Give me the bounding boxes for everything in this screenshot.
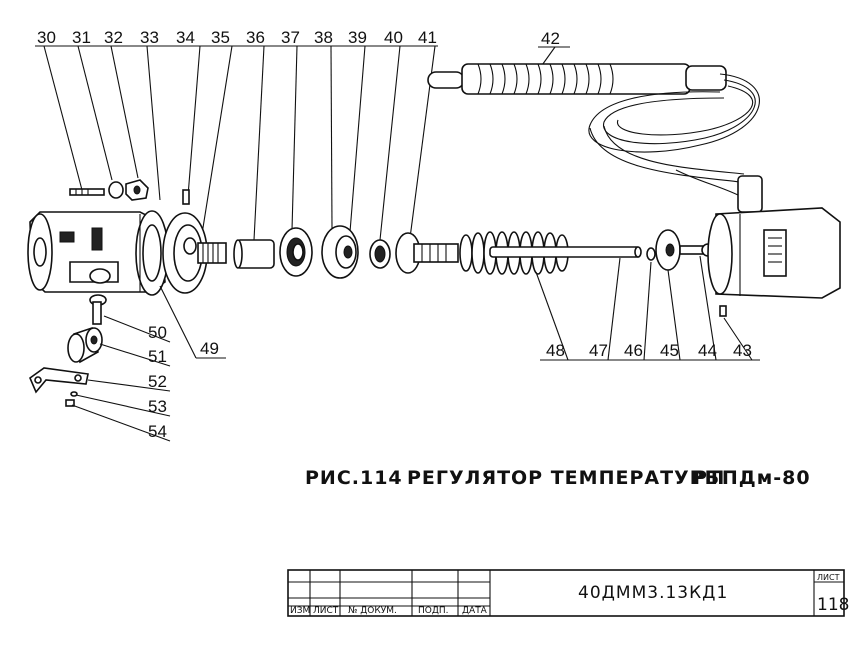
ring-40	[369, 239, 391, 269]
thermostat-head-43	[707, 207, 841, 317]
disc-45	[655, 229, 681, 271]
screw-30	[69, 188, 105, 196]
rod-47	[489, 246, 642, 258]
callout-31: 31	[72, 28, 91, 47]
title-block-stamp: ИЗМ ЛИСТ № ДОКУМ. ПОДП. ДАТА 40ДММ3.13КД…	[287, 569, 849, 617]
callout-35: 35	[211, 28, 230, 47]
callout-47: 47	[589, 341, 608, 360]
gland-37	[279, 227, 313, 277]
top-leader-lines	[43, 45, 556, 241]
document-code: 40ДММ3.13КД1	[578, 583, 728, 603]
figure-caption: РИС.114 РЕГУЛЯТОР ТЕМПЕРАТУРЫ РТПДм-80	[305, 467, 811, 489]
callout-52: 52	[148, 372, 167, 391]
callout-54: 54	[148, 422, 167, 441]
stamp-header-doc: № ДОКУМ.	[348, 606, 397, 616]
washer-53	[70, 391, 78, 397]
callout-42: 42	[541, 29, 560, 48]
callout-39: 39	[348, 28, 367, 47]
sheet-number: 118	[817, 595, 849, 615]
callout-53: 53	[148, 397, 167, 416]
flange-49	[162, 212, 208, 294]
callout-40: 40	[384, 28, 403, 47]
callout-37: 37	[281, 28, 300, 47]
right-callout-labels: 48 47 46 45 44 43	[535, 255, 760, 361]
lever-52	[29, 367, 89, 394]
callout-33: 33	[140, 28, 159, 47]
piston-41	[395, 232, 459, 274]
stamp-header-izm: ИЗМ	[290, 606, 310, 616]
roller-51	[67, 326, 103, 364]
callout-30: 30	[37, 28, 56, 47]
callout-34: 34	[176, 28, 195, 47]
stamp-header-sign: ПОДП.	[418, 606, 449, 616]
pin-33	[182, 189, 190, 205]
callout-48: 48	[546, 341, 565, 360]
sheet-label: ЛИСТ	[817, 573, 840, 582]
callout-32: 32	[104, 28, 123, 47]
callout-44: 44	[698, 341, 717, 360]
capillary-tube	[588, 73, 763, 213]
figure-number: РИС.114	[305, 467, 403, 489]
callout-36: 36	[246, 28, 265, 47]
callout-45: 45	[660, 341, 679, 360]
nut-32	[125, 179, 149, 201]
sleeve-36	[233, 239, 275, 269]
callout-46: 46	[624, 341, 643, 360]
callout-51: 51	[148, 347, 167, 366]
left-callout-labels: 50 51 52 53 54 49	[71, 285, 226, 442]
stamp-header-list: ЛИСТ	[313, 606, 339, 616]
callout-43: 43	[733, 341, 752, 360]
top-callout-labels: 30 31 32 33 34 35 36 37 38 39 40 41 42	[35, 28, 570, 48]
figure-model: РТПДм-80	[693, 467, 811, 489]
threaded-stub-35	[197, 242, 227, 264]
washer-46	[646, 247, 656, 261]
callout-38: 38	[314, 28, 333, 47]
callout-49: 49	[200, 339, 219, 358]
bolt-50	[89, 294, 107, 325]
regulator-body-housing	[27, 210, 169, 296]
callout-50: 50	[148, 323, 167, 342]
washer-31	[108, 181, 124, 199]
stamp-header-date: ДАТА	[462, 606, 488, 616]
cup-38	[321, 225, 359, 279]
figure-title: РЕГУЛЯТОР ТЕМПЕРАТУРЫ	[407, 467, 725, 489]
screw-54	[65, 399, 75, 407]
thermal-bulb-42	[427, 63, 727, 95]
callout-41: 41	[418, 28, 437, 47]
